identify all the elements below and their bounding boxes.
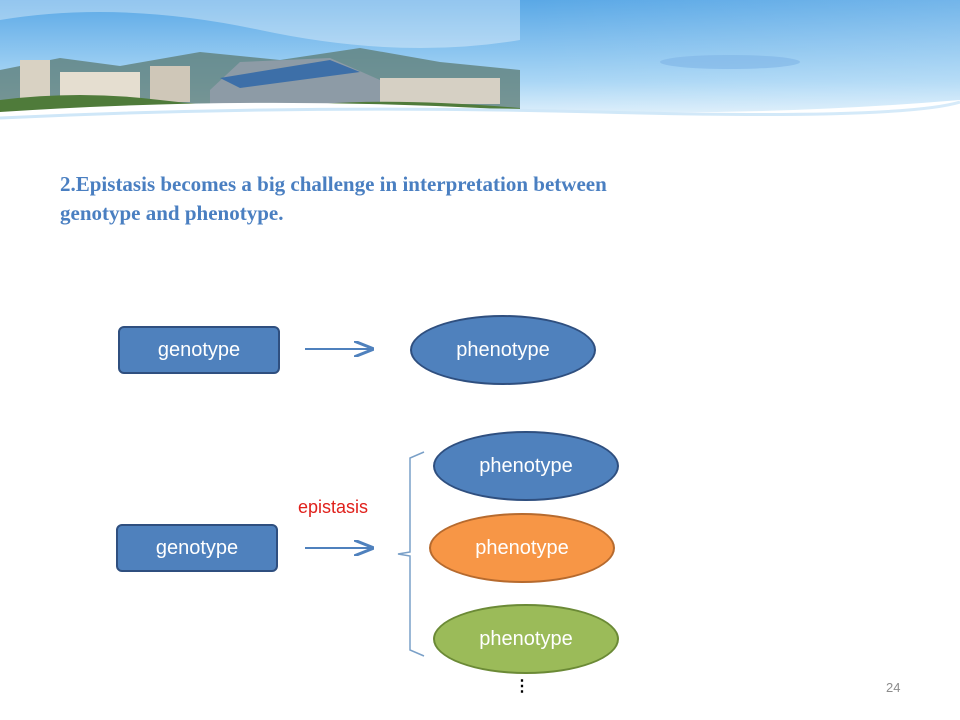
header-banner <box>0 0 960 135</box>
ellipsis-vertical: ⋮ <box>514 678 530 695</box>
phenotype-oval-top: phenotype <box>410 315 596 385</box>
genotype-box-bottom: genotype <box>116 524 278 572</box>
title-line-1: 2.Epistasis becomes a big challenge in i… <box>60 172 607 196</box>
phenotype-oval-2: phenotype <box>429 513 615 583</box>
title-line-2: genotype and phenotype. <box>60 201 284 225</box>
genotype-box-top: genotype <box>118 326 280 374</box>
slide-title: 2.Epistasis becomes a big challenge in i… <box>60 170 760 228</box>
phenotype-brace <box>397 451 425 657</box>
page-number: 24 <box>886 680 901 695</box>
epistasis-label: epistasis <box>298 497 369 517</box>
phenotype-oval-1: phenotype <box>433 431 619 501</box>
phenotype-oval-3: phenotype <box>433 604 619 674</box>
